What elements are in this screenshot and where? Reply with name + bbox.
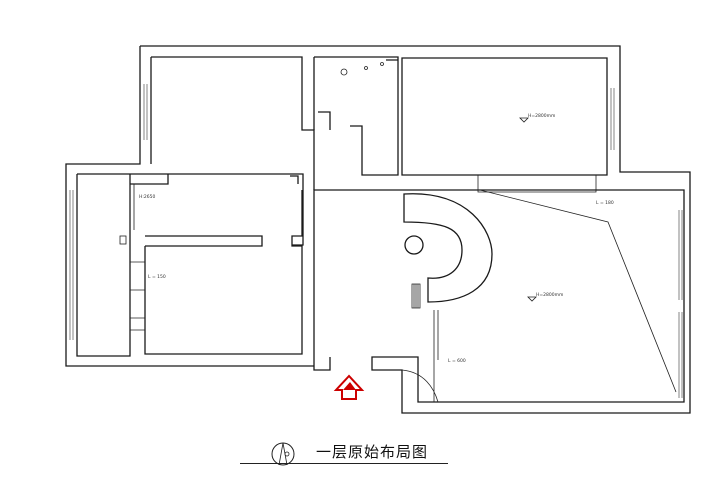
room-upper-right-sill <box>477 175 597 193</box>
room-left-inner <box>130 174 303 355</box>
north-compass-icon <box>271 442 295 466</box>
level-mark-1 <box>519 117 529 123</box>
label-room-left-height: H:2650 <box>139 194 155 200</box>
label-room-right-top: H=2800mm <box>528 113 555 119</box>
diagonal-partition <box>479 189 677 393</box>
round-column <box>404 235 424 255</box>
entry-curve <box>401 310 439 403</box>
fixture-marks <box>119 62 384 245</box>
window-right-top <box>610 88 615 150</box>
room-upper-middle <box>313 56 399 176</box>
label-room-right-main: H=2800mm <box>536 292 563 298</box>
plan-caption: 一层原始布局图 <box>240 438 488 470</box>
window-top-left <box>143 84 148 140</box>
room-upper-right <box>401 57 608 176</box>
outer-wall-left <box>65 46 315 367</box>
curved-stair <box>411 283 421 309</box>
title-underline <box>240 463 448 464</box>
window-left <box>69 190 74 340</box>
window-right-1 <box>678 210 683 300</box>
room-left-bath <box>129 184 145 331</box>
label-entry-level: L = 600 <box>448 358 466 364</box>
window-right-2 <box>678 312 683 398</box>
curved-partition <box>403 193 493 303</box>
entry-arrow-icon <box>333 374 365 400</box>
outer-wall <box>140 45 691 414</box>
label-room-right-level: L = 180 <box>596 200 614 206</box>
room-left-outer <box>76 173 304 357</box>
label-room-left-level: L = 150 <box>148 274 166 280</box>
level-mark-2 <box>527 296 537 302</box>
plan-title: 一层原始布局图 <box>316 443 429 461</box>
room-upper-left <box>150 56 315 164</box>
